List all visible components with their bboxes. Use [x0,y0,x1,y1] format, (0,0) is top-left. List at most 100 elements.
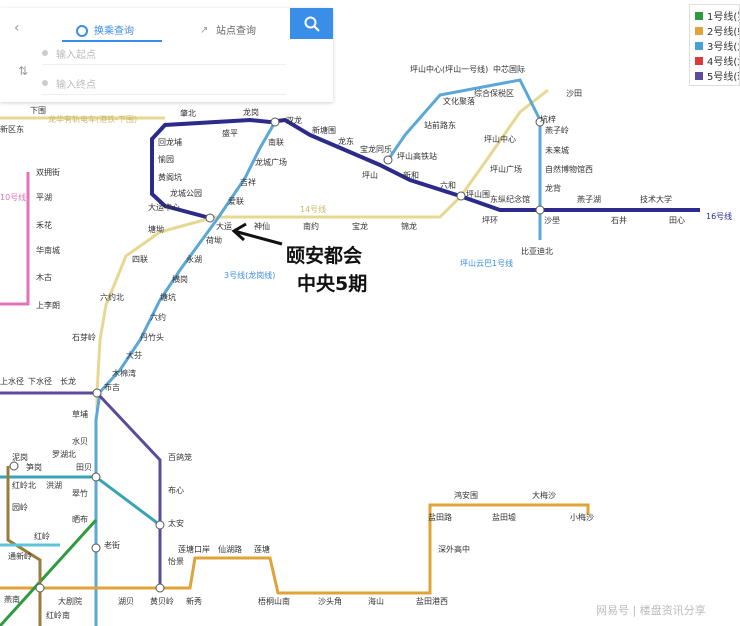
station-label: 笋岗 [26,462,42,472]
legend-item[interactable]: 4号线(龙 [695,53,739,68]
station-label: 仙湖路 [218,544,242,554]
station-label: 下围 [30,106,46,115]
station-label: 新塘围 [312,125,336,135]
station-label: 锦龙 [401,221,417,231]
station-label: 荷坳 [206,235,222,245]
station-label: 大运 [216,221,232,231]
station-label: 布心 [168,485,184,495]
station-label: 宝龙 [352,221,368,231]
station-label: 坪山广场 [490,164,522,174]
station-label: 石芽岭 [72,332,96,342]
station-label: 通新岭 [8,551,32,561]
station-label: 坪环 [482,216,498,225]
station-label: 平湖 [36,193,52,202]
station-label: 红岭南 [46,610,70,620]
station-label: 六约北 [100,292,124,302]
station-label: 田贝 [76,463,92,472]
station-label: 技术大学 [640,194,672,204]
legend-item[interactable]: 3号线(龙 [695,38,739,53]
line-14-label: 14号线 [300,204,326,214]
line-3-label: 3号线(龙岗线) [224,270,275,280]
station-label: 龙城广场 [255,157,287,167]
legend-swatch [695,11,703,20]
station-label: 红岭 [34,531,50,541]
station-label: 禾花 [36,220,52,230]
legend-swatch [695,26,703,35]
station-label: 燕南 [4,594,20,604]
station-label: 大梅沙 [532,490,556,500]
station-label: 四联 [132,255,148,264]
legend-item[interactable]: 5号线(环 [695,68,739,83]
station-label: 太安 [168,518,184,528]
station-label: 双拥街 [36,167,60,177]
station-label: 吉祥 [240,177,256,187]
search-icon [304,16,320,32]
station-label: 龙城公园 [170,188,202,198]
interchange-markers [9,117,545,593]
station-labels: 下围 新区东 双拥街 平湖 禾花 华南城 木古 上李朗 肇北 龙岗 盛平 回龙埔… [0,64,685,620]
station-label: 鸿安围 [454,490,478,500]
back-icon[interactable]: ‹ [14,20,20,36]
station-label: 石井 [611,215,627,225]
legend-item[interactable]: 1号线(罗 [695,8,739,23]
station-label: 南联 [268,137,284,147]
watermark: 网易号 | 楼盘资讯分享 [596,604,706,617]
station-label: 六约 [150,312,166,322]
station-label: 神仙 [254,221,270,231]
station-label: 宝龙同乐 [360,144,392,154]
station-label: 沙壆 [544,215,560,225]
station-label: 洪湖 [46,480,62,490]
station-label: 丹竹头 [140,332,164,342]
station-label: 大芬 [126,350,142,360]
station-label: 罗湖北 [52,450,76,459]
annotation-line1: 颐安都会 [286,244,362,267]
annotation-arrow [231,222,283,246]
line-10-track [0,172,30,306]
station-label: 田心 [669,216,685,225]
tab-station[interactable]: ↗ 站点查询 [200,22,256,38]
legend-swatch [695,71,703,80]
station-label: 红岭北 [12,480,36,490]
station-label: 沙田 [566,89,582,98]
legend-item[interactable]: 2号线(蛇 [695,23,739,38]
station-icon: ↗ [200,25,209,36]
station-label: 老街 [104,540,120,550]
tab-transfer[interactable]: 换乘查询 [76,22,134,37]
station-label: 南约 [303,221,319,231]
pingshan-yunba-track [386,78,542,240]
station-label: 双龙 [286,115,302,125]
station-label: 百鸽笼 [168,452,192,462]
station-label: 湖贝 [118,597,134,606]
end-input[interactable]: 输入终点 [42,72,286,95]
station-label: 盛平 [222,128,238,138]
legend-swatch [695,41,703,50]
start-input[interactable]: 输入起点 [42,42,286,65]
station-label: 海山 [368,596,384,606]
station-label: 黄贝岭 [150,596,174,606]
legend-swatch [695,56,703,65]
station-label: 新区东 [0,124,24,134]
legend-label: 4号线(龙 [707,57,739,68]
swap-icon[interactable]: ⇅ [18,64,29,78]
station-label: 长龙 [60,376,76,386]
active-tab-indicator [62,40,162,42]
station-label: 中芯国际 [493,64,525,74]
station-label: 站前路东 [424,120,456,130]
station-label: 龙东 [338,136,354,146]
station-label: 沙头角 [318,596,342,606]
start-dot-icon [42,50,48,56]
station-label: 爱联 [228,197,244,206]
station-label: 盐田路 [428,512,452,522]
route-search-panel: ‹ 换乘查询 ↗ 站点查询 ⇅ 输入起点 输入终点 [0,8,333,102]
station-label: 自然博物馆西 [545,164,593,174]
station-label: 回龙埔 [158,137,182,147]
station-label: 综合保税区 [474,88,514,98]
tab-station-label: 站点查询 [216,26,256,37]
station-label: 木棉湾 [112,368,136,378]
search-button[interactable] [290,8,333,39]
station-label: 坪山中心(坪山一号线) [410,64,488,74]
transfer-icon [76,25,88,37]
station-label: 文化聚落 [443,96,475,106]
legend-label: 1号线(罗 [707,12,739,23]
